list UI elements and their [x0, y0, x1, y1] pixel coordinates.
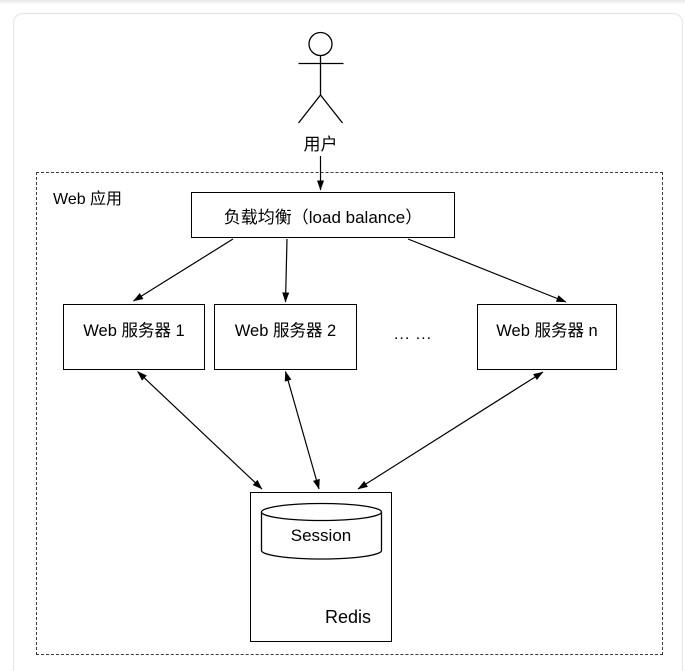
actor-label: 用户: [303, 135, 338, 154]
web-server-2-label: Web 服务器 2: [234, 322, 337, 340]
database-cylinder-icon: [260, 502, 383, 560]
web-app-region-label: Web 应用: [53, 191, 123, 208]
servers-ellipsis: ... ...: [393, 326, 433, 343]
web-app-region: [36, 172, 663, 655]
user-actor-icon: [297, 31, 344, 124]
web-server-1-label: Web 服务器 1: [83, 322, 185, 340]
web-server-2-box: Web 服务器 2: [214, 304, 357, 370]
web-server-n-box: Web 服务器 n: [477, 304, 617, 370]
web-server-1-box: Web 服务器 1: [63, 304, 205, 370]
load-balancer-label: 负载均衡（load balance）: [223, 207, 423, 227]
page-top-edge: [0, 0, 685, 4]
web-server-n-label: Web 服务器 n: [496, 322, 598, 340]
session-label: Session: [290, 526, 352, 545]
redis-box: Session Redis: [250, 492, 392, 642]
redis-label: Redis: [324, 607, 372, 627]
load-balancer-box: 负载均衡（load balance）: [191, 192, 455, 238]
